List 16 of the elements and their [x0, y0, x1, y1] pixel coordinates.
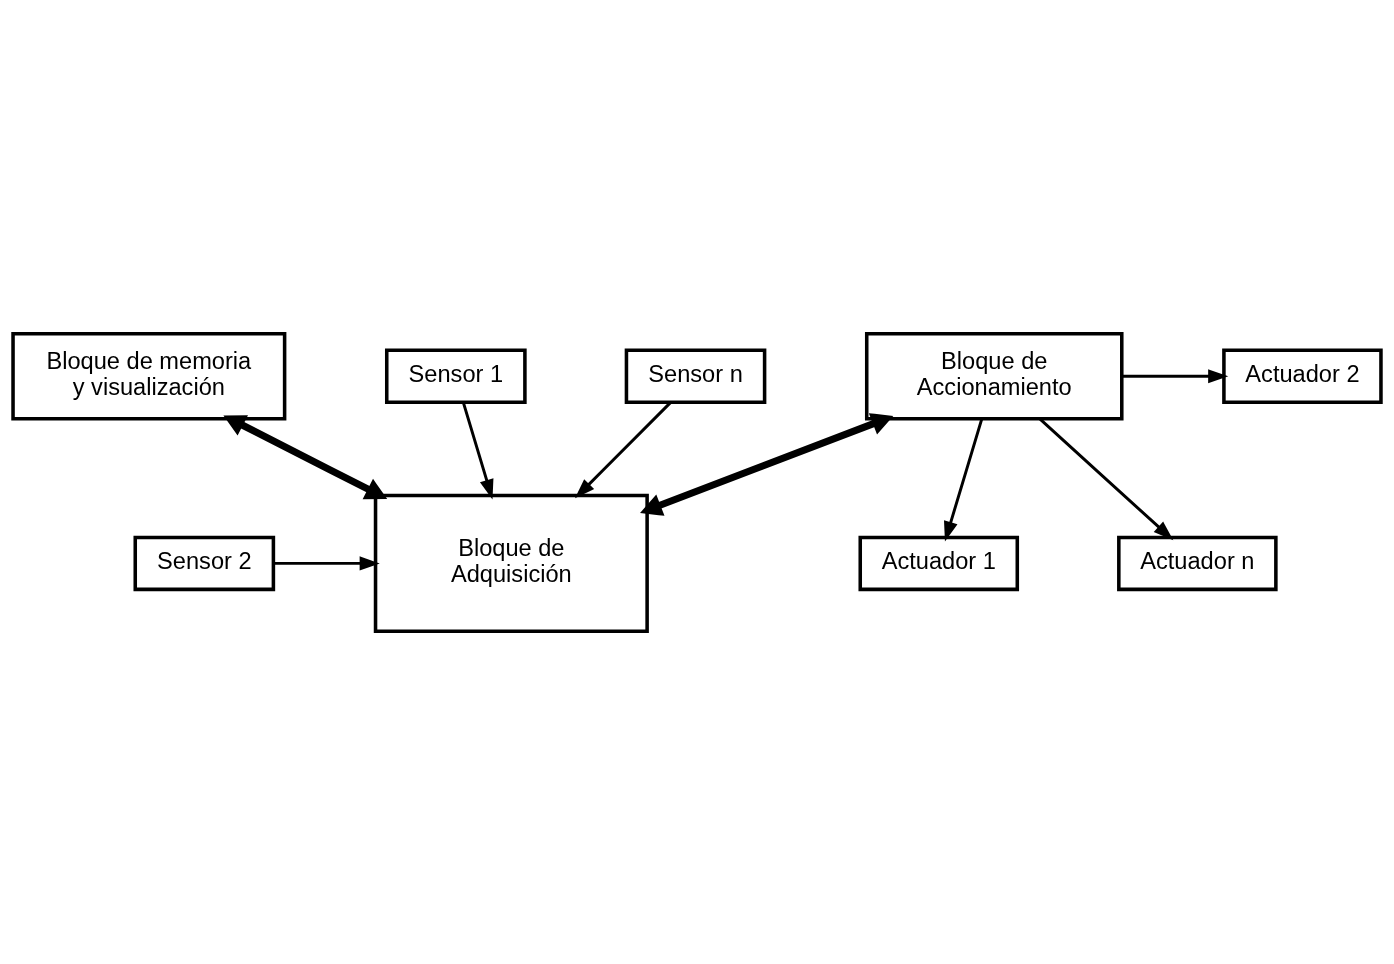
node-box: Sensor 1 — [385, 348, 527, 404]
arrow — [944, 417, 984, 542]
node-box: Actuador n — [1117, 535, 1278, 591]
arrow — [223, 414, 388, 499]
node-box: Bloque de Adquisición — [373, 493, 649, 633]
node-box: Bloque de Accionamiento — [864, 331, 1124, 420]
node-box: Sensor n — [624, 348, 767, 404]
node-box: Actuador 1 — [858, 535, 1020, 591]
arrow — [1038, 417, 1174, 540]
arrow — [461, 401, 494, 499]
node-box: Sensor 2 — [133, 535, 276, 591]
arrow — [273, 555, 380, 570]
arrow — [1121, 368, 1229, 383]
node-box: Actuador 2 — [1222, 348, 1383, 404]
arrow — [640, 412, 894, 516]
node-box: Bloque de memoria y visualización — [11, 331, 287, 420]
